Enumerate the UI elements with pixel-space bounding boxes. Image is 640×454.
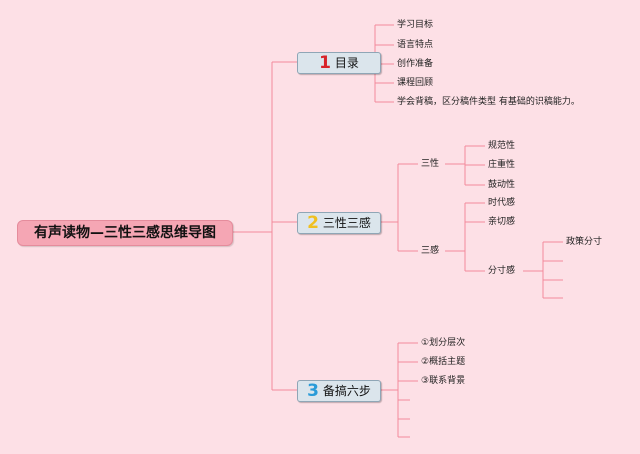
section-number-1: 1 xyxy=(319,53,331,73)
three-xing-item[interactable]: 庄重性 xyxy=(488,160,516,170)
contents-item[interactable]: 语言特点 xyxy=(397,40,434,50)
contents-item[interactable]: 学会背稿，区分稿件类型 有基础的识稿能力。 xyxy=(397,97,580,107)
three-xing-item[interactable]: 规范性 xyxy=(488,141,516,151)
step-item[interactable]: ①划分层次 xyxy=(421,338,466,348)
three-xing-item[interactable]: 鼓动性 xyxy=(488,180,516,190)
section-label-three-xing-three-gan: 三性三感 xyxy=(322,216,371,230)
three-gan-item[interactable]: 时代感 xyxy=(488,198,516,208)
section-label-contents: 目录 xyxy=(334,56,359,70)
three-gan-item[interactable]: 分寸感 xyxy=(488,266,516,276)
section-number-3: 3 xyxy=(307,381,319,401)
contents-item[interactable]: 课程回顾 xyxy=(397,78,434,88)
three-gan-item[interactable]: 亲切感 xyxy=(488,217,516,227)
root-node[interactable]: 有声读物—三性三感思维导图 xyxy=(17,220,233,246)
step-item[interactable]: ③联系背景 xyxy=(421,376,466,386)
step-item[interactable]: ②概括主题 xyxy=(421,357,466,367)
contents-item[interactable]: 学习目标 xyxy=(397,20,434,30)
contents-item[interactable]: 创作准备 xyxy=(397,59,434,69)
three-xing-node[interactable]: 三性 xyxy=(421,159,440,169)
three-gan-node[interactable]: 三感 xyxy=(421,246,440,256)
section-number-2: 2 xyxy=(307,213,319,233)
fencun-child-item[interactable]: 政策分寸 xyxy=(566,237,603,247)
section-label-six-steps: 备搞六步 xyxy=(322,384,371,398)
